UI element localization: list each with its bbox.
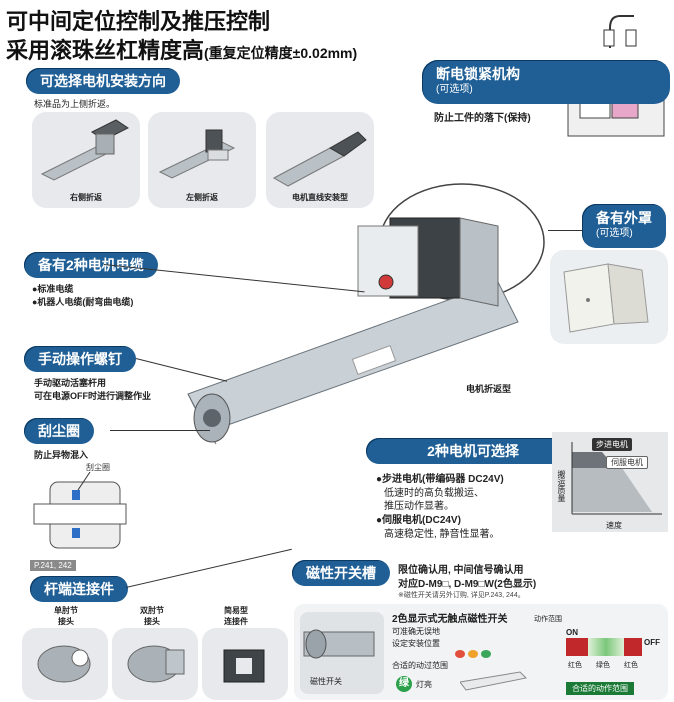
rod-end-option-3: 简易型 连接件 <box>224 606 248 626</box>
switch-box-title: 2色显示式无触点磁性开关 <box>392 614 508 625</box>
range-title: 动作范围 <box>534 616 562 623</box>
actuator-body-icon <box>187 183 545 445</box>
servo-title: ●伺服电机(DC24V) <box>376 515 461 526</box>
range-red-right <box>624 638 642 656</box>
cover-unit-icon <box>563 263 649 333</box>
led-dots-icon <box>455 650 491 658</box>
scraper-section-icon <box>33 472 127 549</box>
graph-legend-stepper: 步进电机 <box>592 438 632 451</box>
motor-mount-note: 标准品为上侧折返。 <box>34 99 116 109</box>
switch-photo-label: 磁性开关 <box>310 677 342 686</box>
range-green <box>588 638 624 656</box>
brake-label-box: 断电锁紧机构 (可选项) <box>422 60 670 104</box>
page-title: 可中间定位控制及推压控制 <box>6 9 271 34</box>
motor-fold-label: 电机折返型 <box>466 384 512 394</box>
rod-end-card-3 <box>202 628 288 700</box>
stepper-title: ●步进电机(带编码器 DC24V) <box>376 474 504 485</box>
range-on: ON <box>566 628 578 637</box>
brake-sub: (可选项) <box>436 84 473 95</box>
stepper-desc-2: 推压动作显著。 <box>384 501 454 512</box>
cover-label: 备有外罩 <box>596 210 652 226</box>
simple-joint-icon <box>223 649 265 683</box>
range-red-label-2: 红色 <box>624 662 638 669</box>
switch-note: ※磁性开关请另外订购, 详见P.243, 244。 <box>398 592 525 599</box>
cable-label: 备有2种电机电缆 <box>24 252 158 278</box>
range-red-left <box>566 638 588 656</box>
single-knuckle-icon <box>37 645 91 683</box>
scraper-leader-line <box>110 430 210 431</box>
switch-desc-2: 对应D-M9□, D-M9□W(2色显示) <box>398 579 537 590</box>
speed-load-graph <box>552 432 668 532</box>
page-subtitle: 采用滚珠丝杠精度高(重复定位精度±0.02mm) <box>6 33 357 65</box>
switch-sensor-drawing <box>460 664 560 694</box>
motors-label: 2种电机可选择 <box>366 438 580 464</box>
screw-label: 手动操作螺钉 <box>24 346 136 372</box>
scraper-label: 刮尘圈 <box>24 418 94 444</box>
scraper-desc: 防止异物混入 <box>34 450 89 460</box>
mount-card-straight: 电机直线安装型 <box>266 112 374 208</box>
scraper-diagram <box>30 472 130 558</box>
brake-label: 断电锁紧机构 <box>436 66 520 82</box>
graph-legend-servo: 伺服电机 <box>606 456 648 469</box>
switch-lamp-label: 灯亮 <box>416 680 432 689</box>
range-green-label: 绿色 <box>596 662 610 669</box>
scraper-page-ref: P.241, 242 <box>30 560 76 571</box>
mount-card-right: 右侧折返 <box>32 112 140 208</box>
mount-option-3: 电机直线安装型 <box>292 193 348 202</box>
cable-item-2: ●机器人电缆(耐弯曲电缆) <box>32 297 134 307</box>
cover-leader-line <box>548 230 582 231</box>
motor-graph <box>552 432 668 532</box>
subtitle-note: (重复定位精度±0.02mm) <box>204 45 358 61</box>
switch-box-desc-2: 设定安装位置 <box>392 639 440 648</box>
actuator-left-icon <box>158 129 236 179</box>
servo-desc-1: 高速稳定性, 静音性显著。 <box>384 529 500 540</box>
stepper-desc-1: 低速时的高负载搬运、 <box>384 488 484 499</box>
actuator-straight-icon <box>272 131 367 187</box>
rod-end-card-1 <box>22 628 108 700</box>
switch-green-lamp-icon: 绿 <box>396 676 412 692</box>
sensor-icon <box>460 671 528 691</box>
screw-desc-2: 可在电源OFF时进行调整作业 <box>34 391 151 401</box>
brake-desc: 防止工件的落下(保持) <box>434 113 531 124</box>
led-dots <box>454 648 494 660</box>
actuator-right-icon <box>40 119 129 181</box>
cover-label-box: 备有外罩 (可选项) <box>582 204 666 248</box>
double-knuckle-icon <box>127 645 185 683</box>
graph-x-label: 速度 <box>606 521 622 530</box>
range-off: OFF <box>644 638 660 647</box>
screw-desc-1: 手动驱动活塞杆用 <box>34 378 107 388</box>
cover-sub: (可选项) <box>596 228 633 239</box>
main-actuator <box>168 182 548 462</box>
rod-end-option-2: 双肘节 接头 <box>140 606 164 626</box>
rod-end-label: 杆端连接件 <box>30 576 128 602</box>
cover-photo <box>550 250 668 344</box>
range-red-label-1: 红色 <box>568 662 582 669</box>
switch-cylinder-icon <box>303 629 375 659</box>
switch-label: 磁性开关槽 <box>292 560 390 586</box>
subtitle-main: 采用滚珠丝杠精度高 <box>6 38 205 63</box>
switch-range-label: 合适的动过范围 <box>392 661 448 670</box>
switch-photo <box>300 612 384 694</box>
graph-y-label: 搬运质量 <box>557 470 566 502</box>
rod-end-option-1: 单肘节 接头 <box>54 606 78 626</box>
mount-card-left: 左侧折返 <box>148 112 256 208</box>
scraper-callout: 刮尘圈 <box>86 463 110 472</box>
motor-mount-label: 可选择电机安装方向 <box>26 68 180 94</box>
switch-desc-1: 限位确认用, 中间信号确认用 <box>398 565 524 576</box>
cable-item-1: ●标准电缆 <box>32 284 74 294</box>
mount-option-2: 左侧折返 <box>186 193 218 202</box>
rod-end-leader-line <box>126 548 292 588</box>
mount-option-1: 右侧折返 <box>70 193 102 202</box>
switch-box-desc-1: 可准确无误地 <box>392 627 440 636</box>
rod-end-card-2 <box>112 628 198 700</box>
range-suitable-label: 合适的动作范围 <box>566 682 634 695</box>
